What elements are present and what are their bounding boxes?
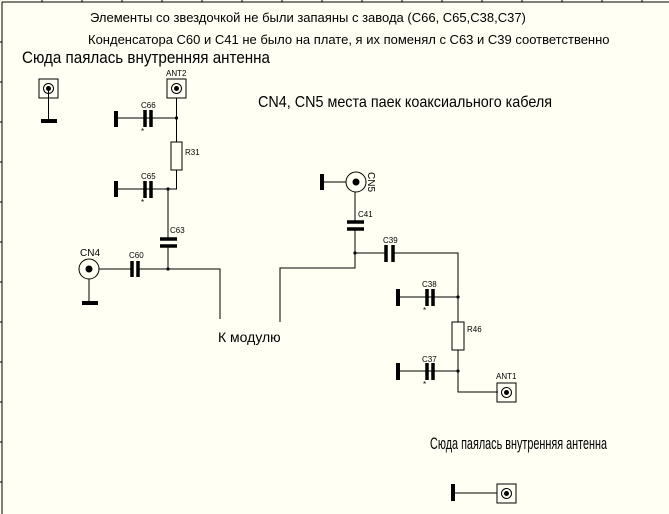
- svg-text:C63: C63: [170, 226, 185, 235]
- note-unsoldered: Элементы со звездочкой не были запаяны с…: [90, 10, 526, 25]
- svg-text:*: *: [423, 306, 426, 315]
- note-internal-antenna-top: Сюда паялась внутренняя антенна: [22, 48, 270, 67]
- svg-text:C60: C60: [129, 251, 144, 260]
- svg-text:C37: C37: [422, 355, 437, 364]
- svg-text:CN5: CN5: [365, 172, 376, 192]
- svg-text:C39: C39: [383, 236, 398, 245]
- svg-text:C38: C38: [422, 280, 437, 289]
- svg-text:CN4: CN4: [80, 248, 100, 259]
- svg-text:C41: C41: [358, 210, 373, 219]
- ant2-chain: ANT2 C66 * R31 C65 * C63 CN4: [78, 69, 221, 319]
- label-to-module: К модулю: [218, 329, 281, 345]
- internal-antenna-bottom: [451, 483, 517, 504]
- internal-antenna-left: [38, 78, 59, 123]
- svg-text:ANT1: ANT1: [496, 372, 517, 381]
- svg-text:ANT2: ANT2: [166, 69, 187, 78]
- note-swapped: Конденсатора С60 и С41 не было на плате,…: [88, 32, 610, 47]
- ant1-connector: [496, 382, 517, 403]
- svg-text:C65: C65: [141, 172, 156, 181]
- svg-text:*: *: [141, 127, 144, 136]
- note-coax: CN4, CN5 места паек коаксиального кабеля: [258, 94, 552, 111]
- svg-text:*: *: [141, 198, 144, 207]
- svg-text:R31: R31: [185, 148, 200, 157]
- svg-text:*: *: [423, 380, 426, 389]
- note-internal-antenna-bottom: Сюда паялась внутренняя антенна: [430, 434, 607, 453]
- svg-text:R46: R46: [467, 325, 482, 334]
- cn5-chain: CN5 C41 C39 C38 * R46 C37 * ANT1: [279, 171, 517, 403]
- svg-text:C66: C66: [141, 101, 156, 110]
